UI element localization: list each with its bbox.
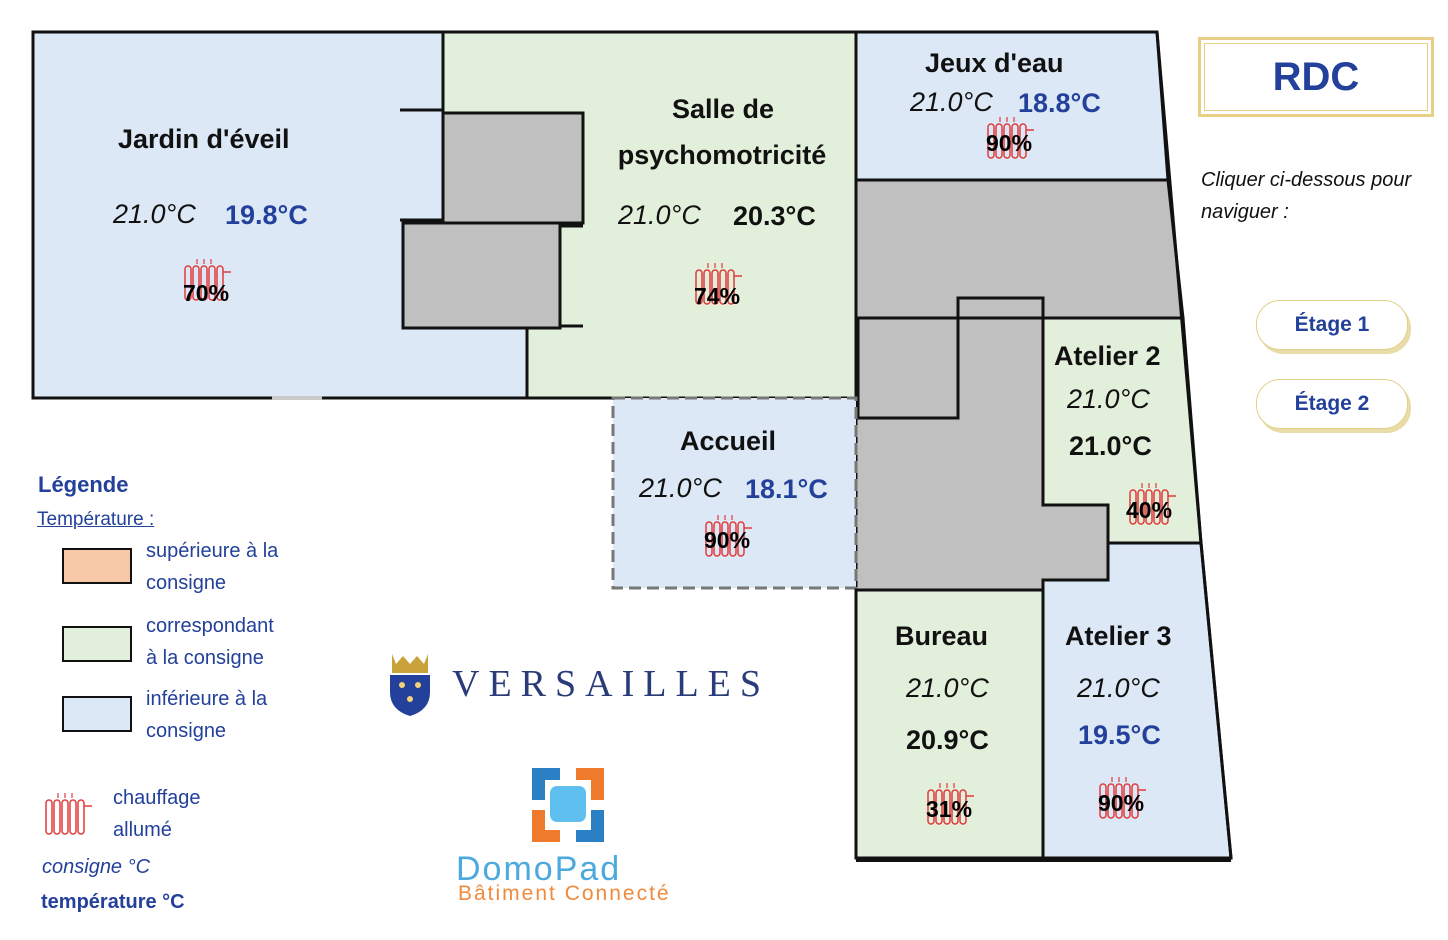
nav-button-etage-1[interactable]: Étage 1	[1256, 300, 1408, 350]
setpoint-accueil: 21.0°C	[639, 473, 722, 503]
heating-level-salle: 74%	[694, 283, 741, 309]
legend-swatch-below	[62, 696, 132, 732]
domopad-logo-subtitle: Bâtiment Connecté	[458, 882, 671, 905]
heating-level-jeux: 90%	[986, 130, 1033, 156]
heating-level-atelier3: 90%	[1098, 790, 1145, 816]
navigation-help-text: Cliquer ci-dessous pour naviguer :	[1201, 169, 1412, 223]
legend-title: Légende	[38, 472, 129, 497]
temperature-jeux: 18.8°C	[1018, 88, 1101, 118]
radiator-icon	[986, 116, 1036, 165]
nav-button-etage-2[interactable]: Étage 2	[1256, 379, 1408, 429]
radiator-icon	[704, 514, 754, 563]
legend-swatch-match	[62, 626, 132, 662]
room-name-jardin: Jardin d'éveil	[118, 124, 290, 154]
heating-level-jardin: 70%	[183, 280, 230, 306]
legend-temperature-label: température °C	[41, 891, 185, 913]
radiator-icon	[694, 262, 744, 311]
versailles-logo-text: VERSAILLES	[452, 663, 770, 705]
setpoint-atelier2: 21.0°C	[1067, 384, 1150, 414]
room-name-jeux: Jeux d'eau	[925, 48, 1064, 78]
heating-level-bureau: 31%	[926, 796, 973, 822]
room-name-atelier2: Atelier 2	[1054, 341, 1161, 371]
setpoint-jardin: 21.0°C	[113, 199, 196, 229]
heating-level-accueil: 90%	[704, 527, 751, 553]
domopad-logo-text: DomoPad	[456, 850, 622, 888]
radiator-icon	[926, 782, 976, 831]
radiator-icon	[183, 258, 233, 307]
legend-setpoint-label: consigne °C	[42, 856, 151, 878]
service-block	[401, 221, 562, 330]
room-name-salle-line1: Salle de	[671, 94, 775, 124]
heating-level-atelier2: 40%	[1126, 497, 1173, 523]
service-block	[441, 111, 585, 225]
room-name-accueil: Accueil	[680, 426, 777, 456]
temperature-atelier2: 21.0°C	[1069, 431, 1152, 461]
level-indicator: RDC	[1198, 37, 1434, 117]
room-jeux-area[interactable]	[854, 30, 1170, 182]
radiator-icon	[44, 792, 94, 841]
room-name-salle-line2: psychomotricité	[617, 140, 827, 170]
setpoint-atelier3: 21.0°C	[1077, 673, 1160, 703]
level-name: RDC	[1204, 43, 1428, 111]
domopad-logo-icon	[532, 768, 604, 842]
temperature-salle: 20.3°C	[733, 201, 816, 231]
setpoint-jeux: 21.0°C	[910, 87, 993, 117]
legend-swatch-above	[62, 548, 132, 584]
temperature-accueil: 18.1°C	[745, 474, 828, 504]
temperature-jardin: 19.8°C	[225, 200, 308, 230]
radiator-icon	[1128, 482, 1178, 531]
room-name-atelier3: Atelier 3	[1065, 621, 1172, 651]
versailles-crest-icon	[390, 654, 430, 716]
radiator-icon	[1098, 776, 1148, 825]
room-name-bureau: Bureau	[895, 621, 989, 651]
setpoint-bureau: 21.0°C	[906, 673, 989, 703]
setpoint-salle: 21.0°C	[618, 200, 701, 230]
temperature-bureau: 20.9°C	[906, 725, 989, 755]
legend-subtitle: Température :	[37, 509, 155, 530]
temperature-atelier3: 19.5°C	[1078, 720, 1161, 750]
